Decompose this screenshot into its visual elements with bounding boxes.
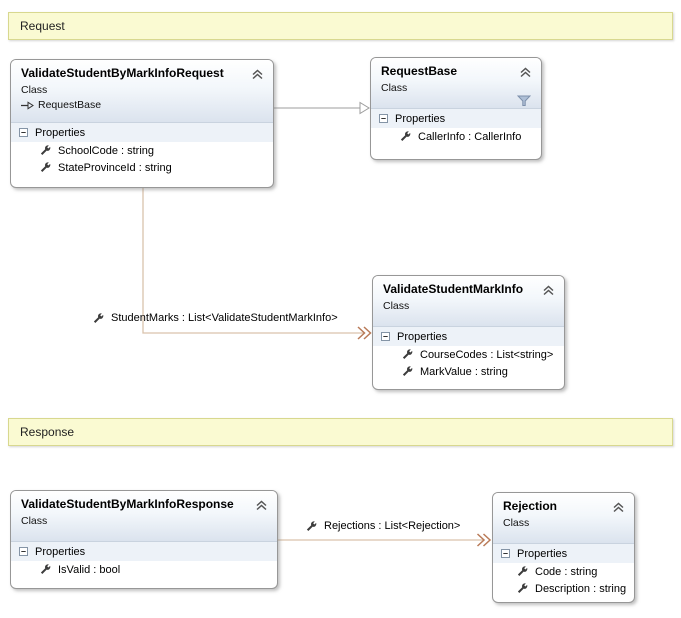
class-box-validate-student-by-mark-info-response[interactable]: ValidateStudentByMarkInfoResponse Class … bbox=[10, 490, 278, 589]
wrench-icon bbox=[40, 162, 51, 172]
collapse-chevron-icon[interactable] bbox=[251, 68, 264, 81]
property-row[interactable]: StateProvinceId : string bbox=[11, 159, 273, 176]
property-row[interactable]: CallerInfo : CallerInfo bbox=[371, 128, 541, 145]
property-text: Description : string bbox=[535, 582, 627, 595]
inheritance-arrow-icon bbox=[21, 100, 34, 110]
wrench-icon bbox=[306, 520, 317, 531]
wrench-icon bbox=[517, 583, 528, 593]
members-list: IsValid : bool bbox=[11, 561, 277, 578]
association-rejections-connector[interactable] bbox=[276, 533, 492, 547]
properties-section-header[interactable]: Properties bbox=[371, 109, 541, 128]
property-row[interactable]: SchoolCode : string bbox=[11, 142, 273, 159]
minus-box-icon[interactable] bbox=[501, 549, 510, 558]
wrench-icon bbox=[40, 145, 51, 155]
members-list: Code : string Description : string bbox=[493, 563, 634, 597]
properties-section-header[interactable]: Properties bbox=[493, 544, 634, 563]
property-row[interactable]: MarkValue : string bbox=[373, 363, 564, 380]
properties-section-label: Properties bbox=[35, 126, 86, 139]
property-text: IsValid : bool bbox=[58, 563, 121, 576]
minus-box-icon[interactable] bbox=[379, 114, 388, 123]
property-text: Code : string bbox=[535, 565, 598, 578]
inheritance-connector-requestbase[interactable] bbox=[272, 101, 370, 115]
collapse-chevron-icon[interactable] bbox=[542, 284, 555, 297]
members-list: CourseCodes : List<string> MarkValue : s… bbox=[373, 346, 564, 380]
properties-section-header[interactable]: Properties bbox=[11, 123, 273, 142]
class-name: ValidateStudentByMarkInfoRequest bbox=[21, 66, 224, 80]
class-name: ValidateStudentByMarkInfoResponse bbox=[21, 497, 234, 511]
association-label-text: Rejections : List<Rejection> bbox=[324, 520, 461, 532]
base-type-row: RequestBase bbox=[21, 98, 263, 112]
property-row[interactable]: IsValid : bool bbox=[11, 561, 277, 578]
collapse-chevron-icon[interactable] bbox=[255, 499, 268, 512]
properties-section-label: Properties bbox=[397, 330, 448, 343]
class-header[interactable]: ValidateStudentByMarkInfoResponse Class bbox=[11, 491, 277, 542]
collapse-chevron-icon[interactable] bbox=[519, 66, 532, 79]
association-label-studentmarks[interactable]: StudentMarks : List<ValidateStudentMarkI… bbox=[93, 312, 338, 324]
properties-section-label: Properties bbox=[35, 545, 86, 558]
collapse-chevron-icon[interactable] bbox=[612, 501, 625, 514]
minus-box-icon[interactable] bbox=[381, 332, 390, 341]
base-type-name: RequestBase bbox=[38, 99, 102, 111]
property-text: CallerInfo : CallerInfo bbox=[418, 130, 522, 143]
minus-box-icon[interactable] bbox=[19, 128, 28, 137]
class-box-request-base[interactable]: RequestBase Class Properties CallerIn bbox=[370, 57, 542, 160]
comment-banner-response[interactable]: Response bbox=[8, 418, 673, 446]
wrench-icon bbox=[402, 366, 413, 376]
class-header[interactable]: RequestBase Class bbox=[371, 58, 541, 109]
class-box-rejection[interactable]: Rejection Class Properties Code : string bbox=[492, 492, 635, 603]
association-studentmarks-connector[interactable] bbox=[142, 184, 372, 340]
class-kind-label: Class bbox=[381, 82, 408, 94]
wrench-icon bbox=[402, 349, 413, 359]
property-row[interactable]: Code : string bbox=[493, 563, 634, 580]
class-kind-label: Class bbox=[21, 515, 48, 527]
properties-section-label: Properties bbox=[517, 547, 568, 560]
property-text: StateProvinceId : string bbox=[58, 161, 172, 174]
wrench-icon bbox=[400, 131, 411, 141]
property-text: SchoolCode : string bbox=[58, 144, 154, 157]
comment-banner-text: Request bbox=[20, 19, 65, 33]
properties-section-label: Properties bbox=[395, 112, 446, 125]
association-label-text: StudentMarks : List<ValidateStudentMarkI… bbox=[111, 312, 338, 324]
properties-section-header[interactable]: Properties bbox=[11, 542, 277, 561]
class-header[interactable]: ValidateStudentMarkInfo Class bbox=[373, 276, 564, 327]
class-name: ValidateStudentMarkInfo bbox=[383, 282, 524, 296]
class-box-validate-student-by-mark-info-request[interactable]: ValidateStudentByMarkInfoRequest Class R… bbox=[10, 59, 274, 188]
class-name: RequestBase bbox=[381, 64, 458, 78]
comment-banner-text: Response bbox=[20, 425, 75, 439]
comment-banner-request[interactable]: Request bbox=[8, 12, 673, 40]
property-row[interactable]: CourseCodes : List<string> bbox=[373, 346, 564, 363]
property-row[interactable]: Description : string bbox=[493, 580, 634, 597]
members-list: SchoolCode : string StateProvinceId : st… bbox=[11, 142, 273, 176]
class-box-validate-student-mark-info[interactable]: ValidateStudentMarkInfo Class Properties… bbox=[372, 275, 565, 390]
class-header[interactable]: ValidateStudentByMarkInfoRequest Class R… bbox=[11, 60, 273, 123]
class-kind-label: Class bbox=[503, 517, 530, 529]
minus-box-icon[interactable] bbox=[19, 547, 28, 556]
wrench-icon bbox=[93, 312, 104, 323]
class-kind-label: Class bbox=[21, 84, 48, 96]
property-text: MarkValue : string bbox=[420, 365, 508, 378]
wrench-icon bbox=[517, 566, 528, 576]
properties-section-header[interactable]: Properties bbox=[373, 327, 564, 346]
property-text: CourseCodes : List<string> bbox=[420, 348, 554, 361]
filter-icon[interactable] bbox=[517, 95, 531, 107]
members-list: CallerInfo : CallerInfo bbox=[371, 128, 541, 145]
class-kind-label: Class bbox=[383, 300, 410, 312]
class-name: Rejection bbox=[503, 499, 558, 513]
class-header[interactable]: Rejection Class bbox=[493, 493, 634, 544]
association-label-rejections[interactable]: Rejections : List<Rejection> bbox=[306, 520, 460, 532]
wrench-icon bbox=[40, 564, 51, 574]
